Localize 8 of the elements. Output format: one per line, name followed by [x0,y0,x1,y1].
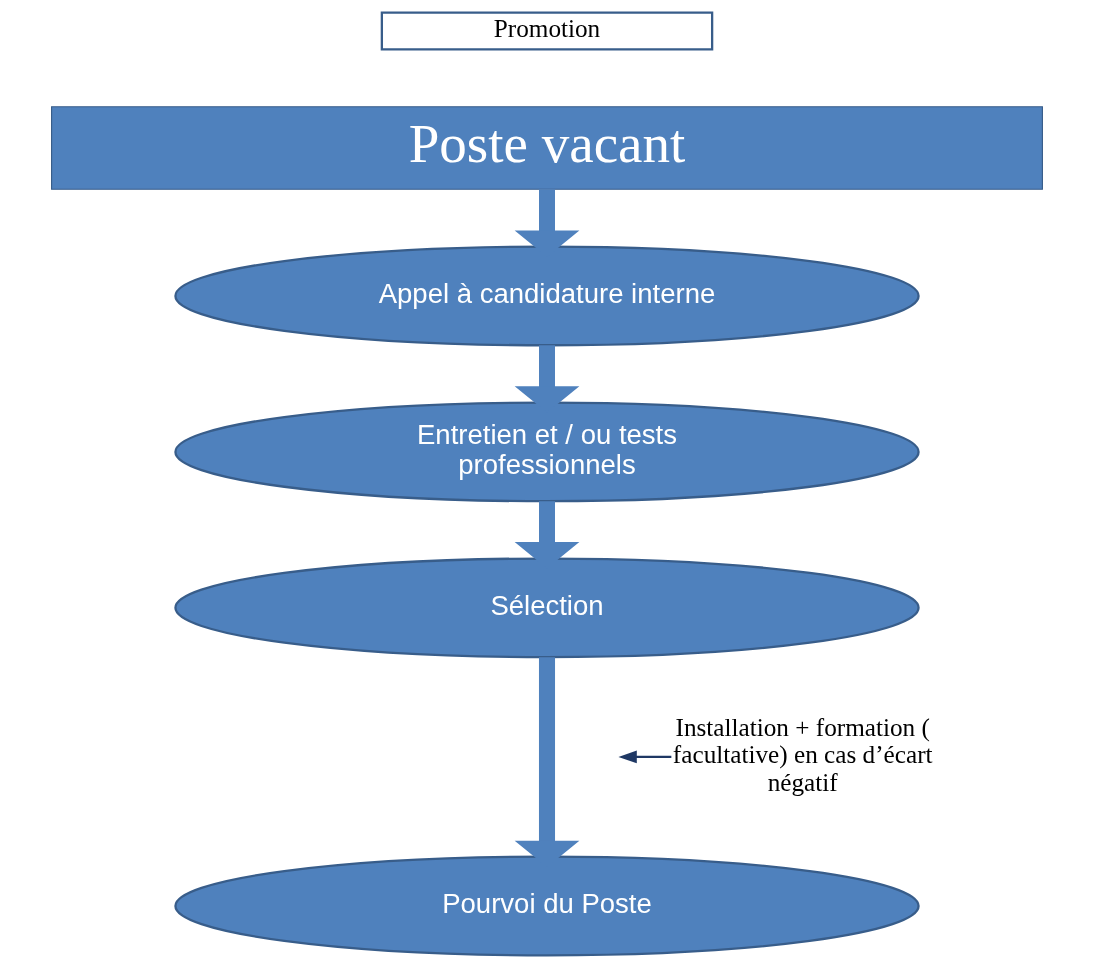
node-box: Promotion [380,11,713,51]
node-text: Installation + formation ( facultative) en cas d’écart négatif [672,713,933,796]
node-ellipse: Sélection [173,557,920,659]
node-box: Poste vacant [50,106,1043,190]
node-ellipse: Entretien et / ou tests professionnels [173,401,920,503]
node-ellipse: Pourvoi du Poste [173,855,920,957]
node-ellipse: Appel à candidature interne [173,245,920,347]
arrow [617,750,671,764]
